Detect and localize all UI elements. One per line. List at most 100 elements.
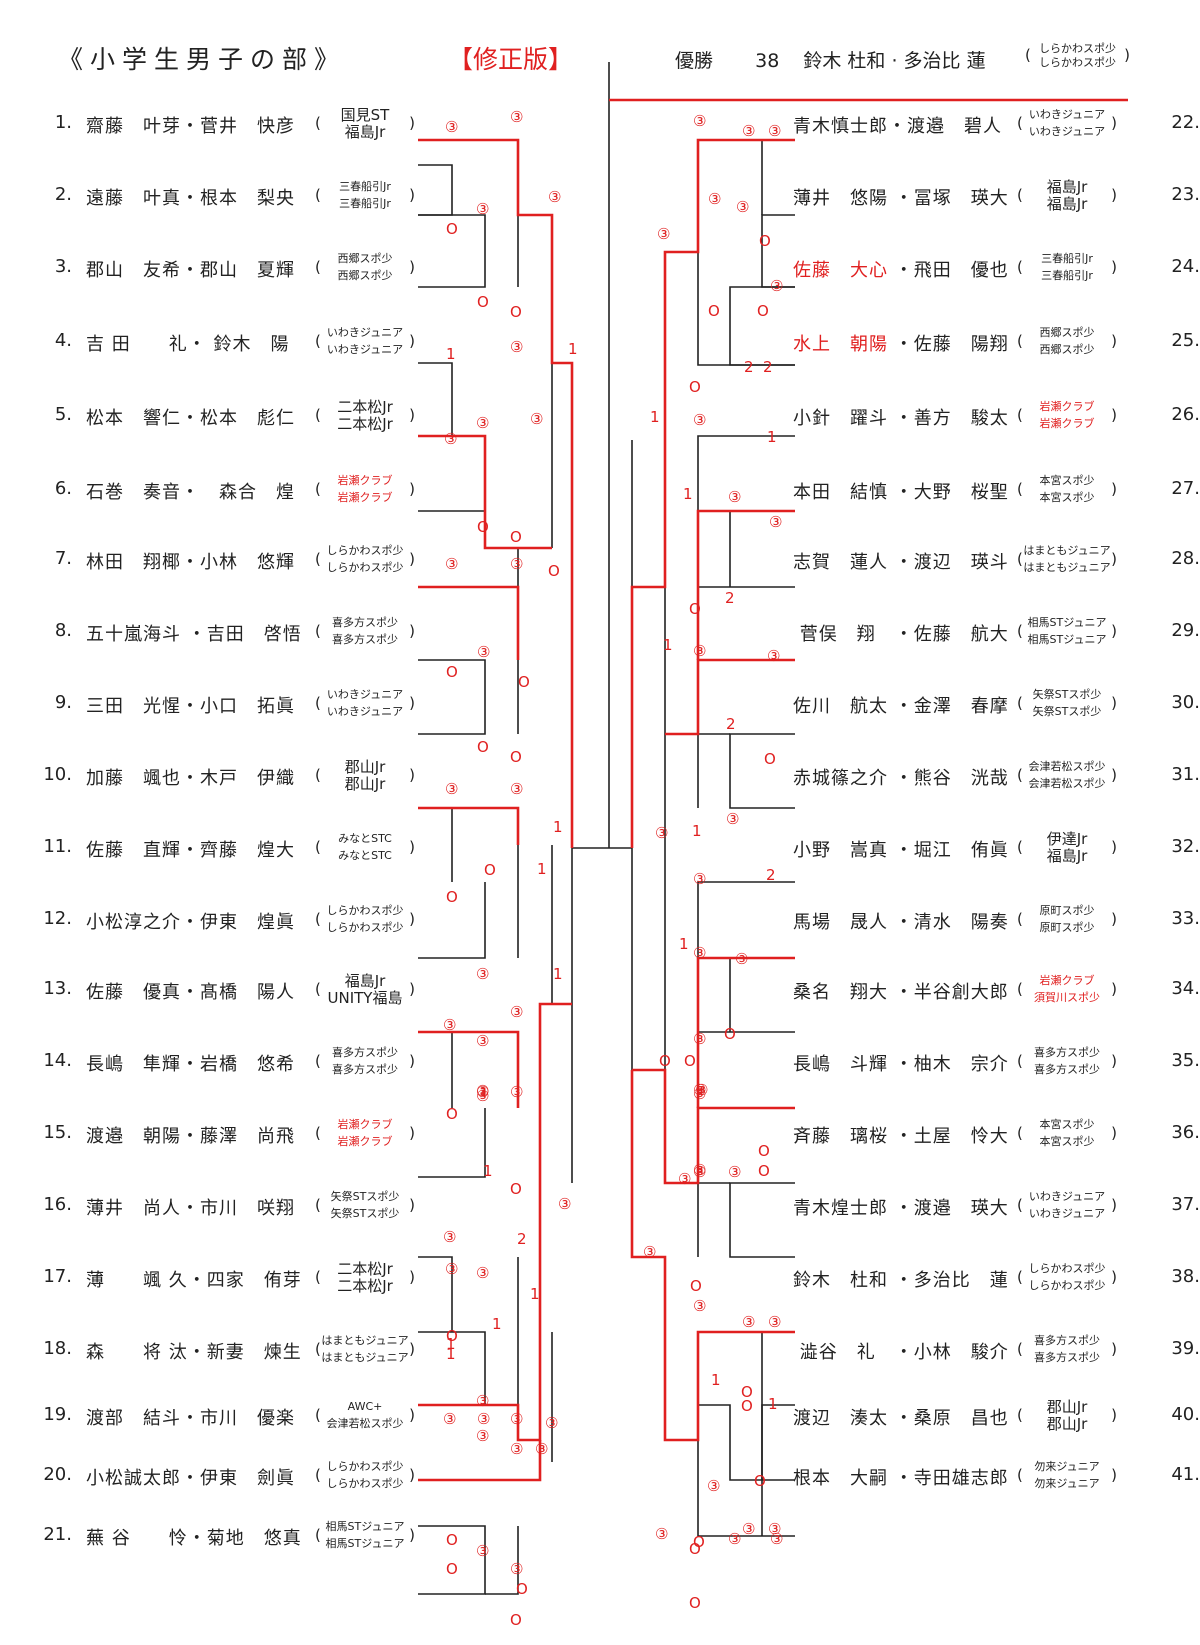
right-entry-37: 37.青木煌士郎 ・渡邉 瑛大()いわきジュニアいわきジュニア	[790, 1186, 1200, 1226]
entry-club-1: 本宮スポ少	[1039, 1118, 1095, 1131]
score-mark: O	[684, 1052, 696, 1070]
score-mark: ③	[643, 1243, 657, 1261]
entry-club-2: はまともジュニア	[321, 1351, 409, 1364]
paren-close: )	[1111, 694, 1117, 712]
paren-open: (	[1017, 622, 1023, 640]
paren-open: (	[315, 1052, 321, 1070]
entry-players: 薄井 悠陽 ・冨塚 瑛大	[793, 188, 1009, 209]
right-entry-29: 29. 菅俣 翔 ・佐藤 航大()相馬STジュニア相馬STジュニア	[790, 612, 1200, 652]
entry-club-2: しらかわスポ少	[326, 561, 404, 574]
entry-club-1: 西郷スポ少	[337, 252, 393, 265]
entry-players: 佐藤 直輝・齊藤 煌大	[86, 840, 295, 861]
entry-clubs: ()喜多方スポ少喜多方スポ少	[315, 612, 415, 652]
entry-clubs: ()しらかわスポ少しらかわスポ少	[315, 540, 415, 580]
score-mark: 2	[726, 715, 736, 733]
score-mark: O	[510, 528, 522, 546]
entry-clubs: ()喜多方スポ少喜多方スポ少	[1017, 1330, 1117, 1370]
entry-club-2: いわきジュニア	[1028, 125, 1106, 138]
score-mark: ③	[510, 555, 524, 573]
entry-clubs: ()岩瀬クラブ岩瀬クラブ	[315, 470, 415, 510]
entry-clubs: ()原町スポ少原町スポ少	[1017, 900, 1117, 940]
entry-club-2: 三春船引Jr	[339, 197, 391, 210]
score-mark: ③	[742, 122, 756, 140]
score-mark: ③	[693, 1163, 707, 1181]
entry-club-1: 郡山Jr	[1046, 1398, 1088, 1416]
paren-open: (	[1017, 258, 1023, 276]
entry-players: 長嶋 斗輝 ・柚木 宗介	[793, 1054, 1009, 1075]
score-mark: O	[693, 1533, 705, 1551]
score-mark: 1	[492, 1315, 502, 1333]
entry-club-1: 三春船引Jr	[339, 180, 391, 193]
entry-club-2: 矢祭STスポ少	[1032, 705, 1102, 718]
entry-club-1: 岩瀬クラブ	[337, 1118, 393, 1131]
entry-club-1: 岩瀬クラブ	[1039, 974, 1095, 987]
score-mark: ③	[476, 1542, 490, 1560]
score-mark: ③	[693, 944, 707, 962]
score-mark: ③	[770, 277, 784, 295]
entry-club-2: 福島Jr	[1046, 195, 1088, 213]
score-mark: ③	[728, 1530, 742, 1548]
entry-seed: 26.	[1171, 404, 1200, 425]
paren-close: )	[409, 332, 415, 350]
entry-players: 松本 響仁・松本 彪仁	[86, 408, 295, 429]
score-mark: ③	[476, 1087, 490, 1105]
entry-club-2: 二本松Jr	[337, 415, 393, 433]
paren-open: (	[315, 838, 321, 856]
revision-label: 【修正版】	[448, 45, 574, 74]
score-mark: ③	[736, 198, 750, 216]
score-mark: ③	[558, 1195, 572, 1213]
score-mark: 1	[568, 340, 578, 358]
entry-players: 佐川 航太 ・金澤 春摩	[793, 696, 1009, 717]
bracket-lines-red	[418, 98, 1128, 1482]
score-mark: O	[510, 1180, 522, 1198]
right-entry-36: 36.斉藤 璃桜 ・土屋 怜大()本宮スポ少本宮スポ少	[790, 1114, 1200, 1154]
entry-club-2: いわきジュニア	[326, 705, 404, 718]
entry-players: 斉藤 璃桜 ・土屋 怜大	[793, 1126, 1009, 1147]
entry-club-1: 郡山Jr	[344, 758, 386, 776]
entry-clubs: ()本宮スポ少本宮スポ少	[1017, 470, 1117, 510]
entry-club-2: 相馬STジュニア	[1027, 633, 1107, 646]
entry-seed: 5.	[54, 404, 72, 425]
paren-close: )	[1111, 1052, 1117, 1070]
left-entry-3: 3.郡山 友希・郡山 夏輝()西郷スポ少西郷スポ少	[0, 248, 415, 288]
score-mark: ③	[444, 430, 458, 448]
paren-open: (	[315, 1268, 321, 1286]
paren-close: )	[409, 406, 415, 424]
score-mark: O	[477, 518, 489, 536]
score-mark: ③	[693, 870, 707, 888]
entry-seed: 3.	[54, 256, 72, 277]
entry-players: 青木煌士郎 ・渡邉 瑛大	[793, 1198, 1009, 1219]
entry-club-2: 郡山Jr	[344, 775, 386, 793]
paren-close: )	[1111, 1466, 1117, 1484]
entry-club-1: いわきジュニア	[326, 688, 404, 701]
paren-close: )	[1111, 910, 1117, 928]
paren-close: )	[1111, 114, 1117, 132]
entry-seed: 25.	[1171, 330, 1200, 351]
score-mark: ③	[693, 112, 707, 130]
score-mark: O	[690, 1277, 702, 1295]
left-entry-21: 21.蕪 谷 怜・菊地 悠真()相馬STジュニア相馬STジュニア	[0, 1516, 415, 1556]
entry-clubs: ()相馬STジュニア相馬STジュニア	[315, 1516, 415, 1556]
entry-club-1: 二本松Jr	[337, 398, 393, 416]
paren-close: )	[409, 1406, 415, 1424]
entry-players: 加藤 颯也・木戸 伊織	[86, 768, 295, 789]
score-mark: ③	[476, 1083, 490, 1101]
entry-clubs: ()はまともジュニアはまともジュニア	[1017, 540, 1117, 580]
entry-clubs: ()矢祭STスポ少矢祭STスポ少	[315, 1186, 415, 1226]
entry-seed: 8.	[54, 620, 72, 641]
paren-close: )	[409, 766, 415, 784]
entry-club-1: 相馬STジュニア	[325, 1520, 405, 1533]
score-mark: ③	[768, 122, 782, 140]
score-mark: ③	[770, 1530, 784, 1548]
score-mark: ③	[535, 1440, 549, 1458]
paren-open: (	[1017, 1196, 1023, 1214]
entry-club-1: みなとSTC	[338, 832, 392, 845]
entry-players: 渡部 結斗・市川 優楽	[86, 1408, 295, 1429]
entry-seed: 2.	[54, 184, 72, 205]
champion-label: 優勝	[675, 50, 714, 72]
paren-close: )	[1111, 186, 1117, 204]
